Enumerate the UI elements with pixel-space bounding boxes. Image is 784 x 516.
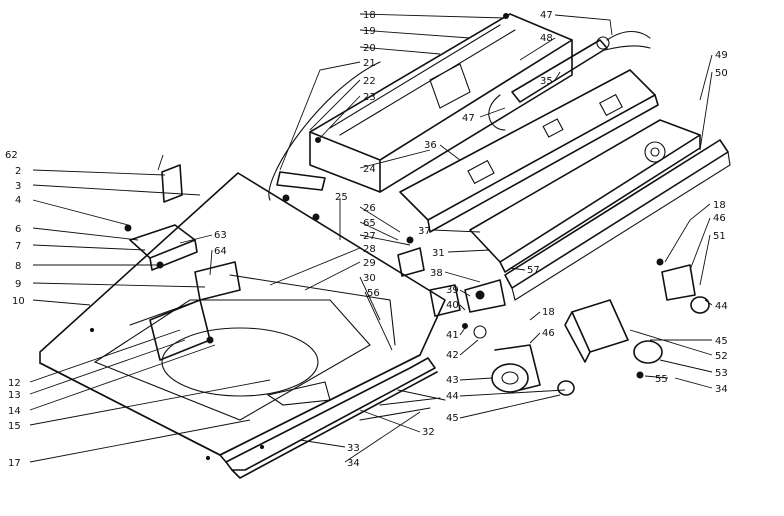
label-15: 15: [8, 421, 21, 432]
label-63: 63: [214, 230, 227, 241]
control-panel: [399, 69, 701, 273]
label-57: 57: [527, 265, 540, 276]
label-18-top: 18: [363, 10, 376, 21]
label-21: 21: [363, 58, 376, 69]
label-43: 43: [446, 375, 459, 386]
label-39: 39: [446, 285, 459, 296]
label-27: 27: [363, 231, 376, 242]
label-33: 33: [347, 443, 360, 454]
label-41: 41: [446, 330, 459, 341]
hinge-brackets: [124, 61, 381, 361]
label-18-mid: 18: [542, 307, 555, 318]
heater-element: [488, 30, 651, 131]
label-35: 35: [540, 76, 553, 87]
label-24: 24: [363, 164, 376, 175]
label-36: 36: [424, 140, 437, 151]
switch-components: [397, 236, 506, 339]
label-2: 2: [15, 166, 21, 177]
label-34-bottom: 34: [347, 458, 360, 469]
front-trim-strip: [225, 357, 446, 479]
label-42: 42: [446, 350, 459, 361]
knob-bracket-51: [656, 258, 710, 314]
label-31: 31: [432, 248, 445, 259]
label-65: 65: [363, 218, 376, 229]
label-47-mid: 47: [462, 113, 475, 124]
label-10: 10: [12, 296, 25, 307]
label-46-right: 46: [713, 213, 726, 224]
label-9: 9: [15, 279, 21, 290]
label-49: 49: [715, 50, 728, 61]
label-13: 13: [8, 390, 21, 401]
backsplash-box: [309, 13, 573, 193]
label-6: 6: [15, 224, 21, 235]
label-22: 22: [363, 76, 376, 87]
label-29: 29: [363, 258, 376, 269]
label-30: 30: [363, 273, 376, 284]
label-17: 17: [8, 458, 21, 469]
label-62: 62: [5, 150, 18, 161]
label-55: 55: [655, 374, 668, 385]
label-64: 64: [214, 246, 227, 257]
label-18-right: 18: [713, 200, 726, 211]
label-45-right: 45: [715, 336, 728, 347]
label-26: 26: [363, 203, 376, 214]
label-23: 23: [363, 92, 376, 103]
label-46-mid: 46: [542, 328, 555, 339]
label-3: 3: [15, 181, 21, 192]
label-4: 4: [15, 195, 21, 206]
label-44-right: 44: [715, 301, 728, 312]
switch-assembly-52: [564, 299, 663, 379]
leader-lines: [29, 13, 713, 463]
label-48: 48: [540, 33, 553, 44]
label-45-mid: 45: [446, 413, 459, 424]
label-47-top: 47: [540, 10, 553, 21]
label-28: 28: [363, 244, 376, 255]
callout-labels: 62 2 3 4 6 7 8 9 10 12 13 14 15 17 63 64…: [5, 10, 728, 469]
label-56: 56: [367, 288, 380, 299]
label-53: 53: [715, 368, 728, 379]
label-7: 7: [15, 241, 21, 252]
label-32: 32: [422, 427, 435, 438]
label-50: 50: [715, 68, 728, 79]
label-34-right: 34: [715, 384, 728, 395]
label-19: 19: [363, 26, 376, 37]
label-52: 52: [715, 351, 728, 362]
label-8: 8: [15, 261, 21, 272]
label-12: 12: [8, 378, 21, 389]
label-51: 51: [713, 231, 726, 242]
label-38: 38: [430, 268, 443, 279]
label-40: 40: [446, 300, 459, 311]
label-25: 25: [335, 192, 348, 203]
label-14: 14: [8, 406, 21, 417]
timer-knob-43: [491, 344, 575, 396]
trim-frame: [504, 139, 731, 301]
label-20: 20: [363, 43, 376, 54]
label-44-mid: 44: [446, 391, 459, 402]
label-37: 37: [418, 226, 431, 237]
